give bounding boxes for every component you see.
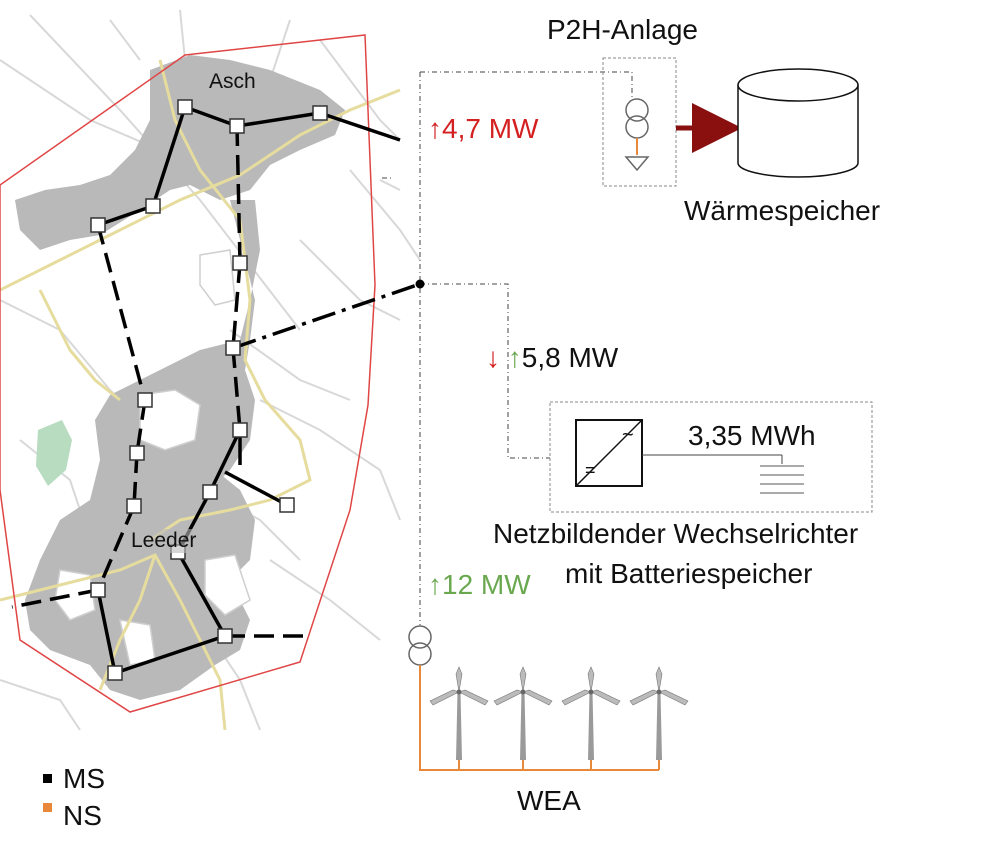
wind-park-label: WEA [517, 785, 581, 816]
wind-turbine-icon [493, 666, 553, 760]
inverter-flow-arrow-up-icon: ↑ [507, 342, 522, 373]
p2h-flow-arrow-icon: ↑ [428, 113, 442, 144]
legend-label-ns: NS [63, 800, 102, 831]
network-boundary [0, 34, 376, 713]
ms-cable-to-substation [232, 282, 421, 350]
inverter-box [549, 401, 873, 513]
inverter-ac-symbol: ~ [622, 424, 634, 446]
ms-cables-dashed [11, 125, 305, 638]
wind-turbine-icon [629, 666, 689, 760]
green-area [36, 420, 72, 486]
wind-transformer-icon [408, 625, 432, 666]
station-node [312, 105, 328, 121]
inverter-flow-arrow-down-icon: ↓ [486, 342, 500, 373]
station-node [126, 498, 142, 514]
p2h-transformer-icon [625, 98, 649, 139]
wind-flow-value: 12 MW [442, 569, 531, 600]
station-node [225, 340, 241, 356]
inverter-dc-symbol: = [585, 460, 596, 480]
ms-cables-solid [96, 105, 401, 675]
station-node [279, 497, 295, 513]
p2h-flow-value: 4,7 MW [442, 113, 539, 144]
legend-swatch-ns [43, 803, 52, 812]
station-node [229, 118, 245, 134]
p2h-flow-label: ↑4,7 MW [428, 113, 538, 145]
p2h-load-icon [624, 156, 650, 172]
battery-capacity-label: 3,35 MWh [688, 420, 816, 451]
station-node [90, 217, 106, 233]
town-label-south: Leeder [129, 529, 199, 553]
station-node [217, 628, 233, 644]
map [0, 9, 421, 731]
station-node [232, 255, 248, 271]
town-label-north: Asch [207, 70, 258, 94]
station-node [177, 99, 193, 115]
station-node [232, 422, 248, 438]
legend-label-ms: MS [63, 763, 105, 794]
p2h-label: P2H-Anlage [547, 14, 698, 45]
p2h-plant-box [602, 57, 677, 187]
heat-storage-icon [737, 68, 859, 178]
station-node [202, 484, 218, 500]
station-node [145, 198, 161, 214]
wind-flow-label: ↑12 MW [428, 569, 531, 601]
inverter-label-line2: mit Batteriespeicher [565, 558, 813, 589]
schematic [43, 57, 873, 812]
station-node [129, 445, 145, 461]
wind-flow-arrow-icon: ↑ [428, 569, 442, 600]
inverter-flow-value: 5,8 MW [521, 342, 619, 373]
inverter-flow-label: ↓ ↑5,8 MW [486, 342, 618, 374]
station-node [107, 665, 123, 681]
connection-lines [382, 71, 633, 625]
substation-node [415, 279, 425, 289]
station-node [137, 392, 153, 408]
battery-icon [760, 465, 804, 494]
heat-storage-label: Wärmespeicher [684, 195, 881, 226]
wind-turbine-icon [429, 666, 489, 760]
inverter-label-line1: Netzbildender Wechselrichter [493, 518, 859, 549]
wind-turbines [429, 666, 689, 760]
legend-swatch-ms [43, 774, 52, 783]
inverter-icon [575, 419, 643, 487]
station-nodes [90, 99, 328, 681]
main-roads [0, 59, 401, 731]
ns-feeder [419, 665, 660, 771]
station-node [90, 582, 106, 598]
wind-turbine-icon [561, 666, 621, 760]
